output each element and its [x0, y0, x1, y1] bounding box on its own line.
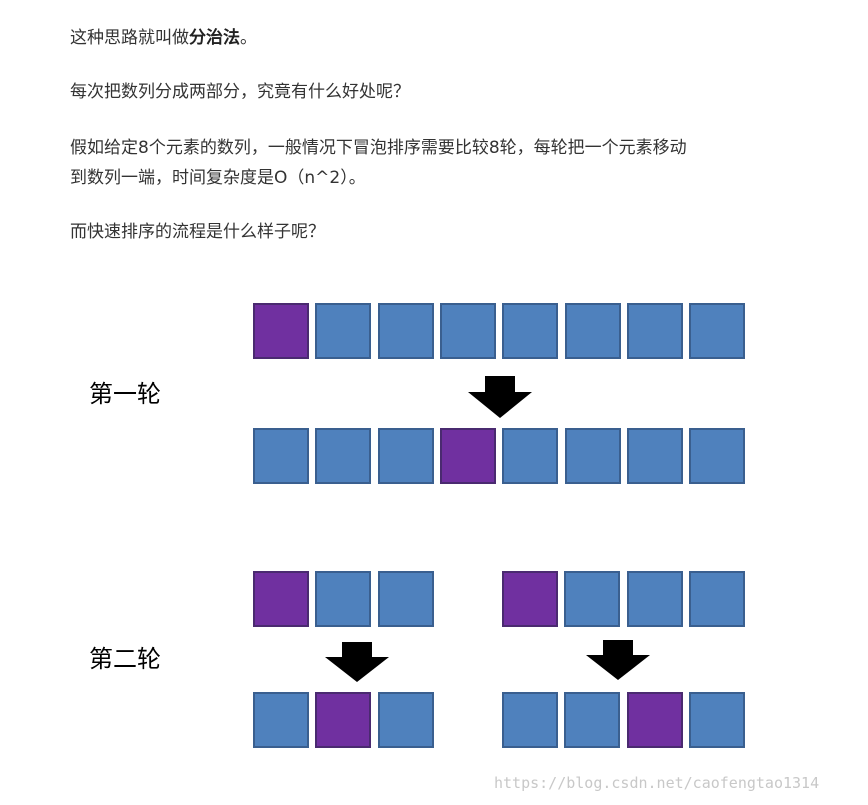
line1-bold: 分治法 [189, 28, 240, 48]
round2-right-after-cell-4 [688, 692, 745, 748]
round1-before-cell-3 [377, 303, 434, 359]
round2-left-after-cell-3 [377, 692, 434, 748]
round2-left-down-arrow-icon [325, 642, 389, 682]
text-line-3a: 假如给定8个元素的数列，一般情况下冒泡排序需要比较8轮，每轮把一个元素移动 [70, 138, 687, 158]
round2-right-before-cell-2 [564, 571, 621, 627]
text-line-4: 而快速排序的流程是什么样子呢？ [70, 222, 325, 242]
round1-after-cell-5 [502, 428, 559, 484]
round2-left-before-cell-3 [377, 571, 434, 627]
round1-after-cell-4-pivot [439, 428, 496, 484]
round2-right-down-arrow-icon [586, 640, 650, 680]
round1-after-cell-3 [377, 428, 434, 484]
round2-left-before-cell-1-pivot [253, 571, 309, 627]
round2-right-before-cell-3 [626, 571, 683, 627]
round1-before-cell-5 [502, 303, 559, 359]
round2-left-after-cell-1 [253, 692, 309, 748]
line1-prefix: 这种思路就叫做 [70, 28, 189, 48]
round2-right-after-cell-2 [564, 692, 621, 748]
round1-before-cell-8 [689, 303, 746, 359]
round2-label: 第二轮 [89, 645, 161, 673]
round1-after-cell-7 [626, 428, 683, 484]
text-line-1: 这种思路就叫做分治法。 [70, 24, 770, 53]
round1-after-cell-8 [689, 428, 746, 484]
round2-right-after-cell-3-pivot [626, 692, 683, 748]
line1-suffix: 。 [240, 28, 257, 48]
text-line-3b: 到数列一端，时间复杂度是O（n^2）。 [70, 168, 366, 188]
watermark: https://blog.csdn.net/caofengtao1314 [494, 774, 820, 792]
round2-right-before-cell-4 [688, 571, 745, 627]
round1-after-cell-1 [253, 428, 309, 484]
round2-left-after-cell-2-pivot [315, 692, 372, 748]
round1-before-cell-4 [439, 303, 496, 359]
round1-after-cell-6 [564, 428, 621, 484]
round2-left-before-cell-2 [315, 571, 372, 627]
round1-before-cell-7 [626, 303, 683, 359]
round2-right-after-cell-1 [502, 692, 558, 748]
round1-before-cell-2 [315, 303, 372, 359]
round1-before-cell-1-pivot [253, 303, 309, 359]
text-line-2: 每次把数列分成两部分，究竟有什么好处呢？ [70, 82, 410, 102]
round1-label: 第一轮 [89, 380, 161, 408]
round1-before-cell-6 [564, 303, 621, 359]
round2-right-before-cell-1-pivot [502, 571, 558, 627]
round1-down-arrow-icon [468, 376, 532, 418]
round1-after-cell-2 [315, 428, 372, 484]
